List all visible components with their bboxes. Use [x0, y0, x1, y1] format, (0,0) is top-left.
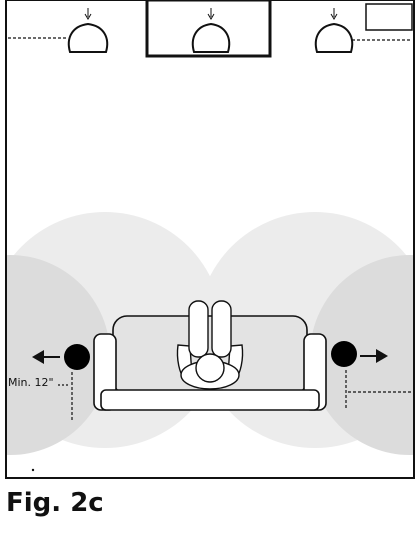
side-right-speaker [331, 341, 412, 410]
center-speaker [191, 8, 231, 53]
min-distance-label: Min. 12" [8, 376, 54, 389]
person-head [195, 353, 225, 383]
front-right-speaker [314, 8, 412, 53]
side-left-speaker [32, 344, 90, 420]
arrow-right-icon [376, 349, 388, 363]
tv-screen [145, 0, 272, 58]
front-left-speaker [8, 8, 109, 53]
mark [31, 468, 35, 472]
side-right-speaker-body [331, 341, 357, 367]
room-walls [5, 0, 415, 479]
person-leg-right [211, 300, 232, 358]
sofa-seat-front [100, 389, 320, 411]
dispersion-zone-left [6, 255, 110, 455]
doorway [365, 3, 413, 31]
figure-label: Fig. 2c [6, 488, 104, 518]
seated-person [176, 300, 244, 390]
person-leg-left [188, 300, 209, 358]
arrow-left-icon [32, 350, 44, 364]
side-left-speaker-body [64, 344, 90, 370]
